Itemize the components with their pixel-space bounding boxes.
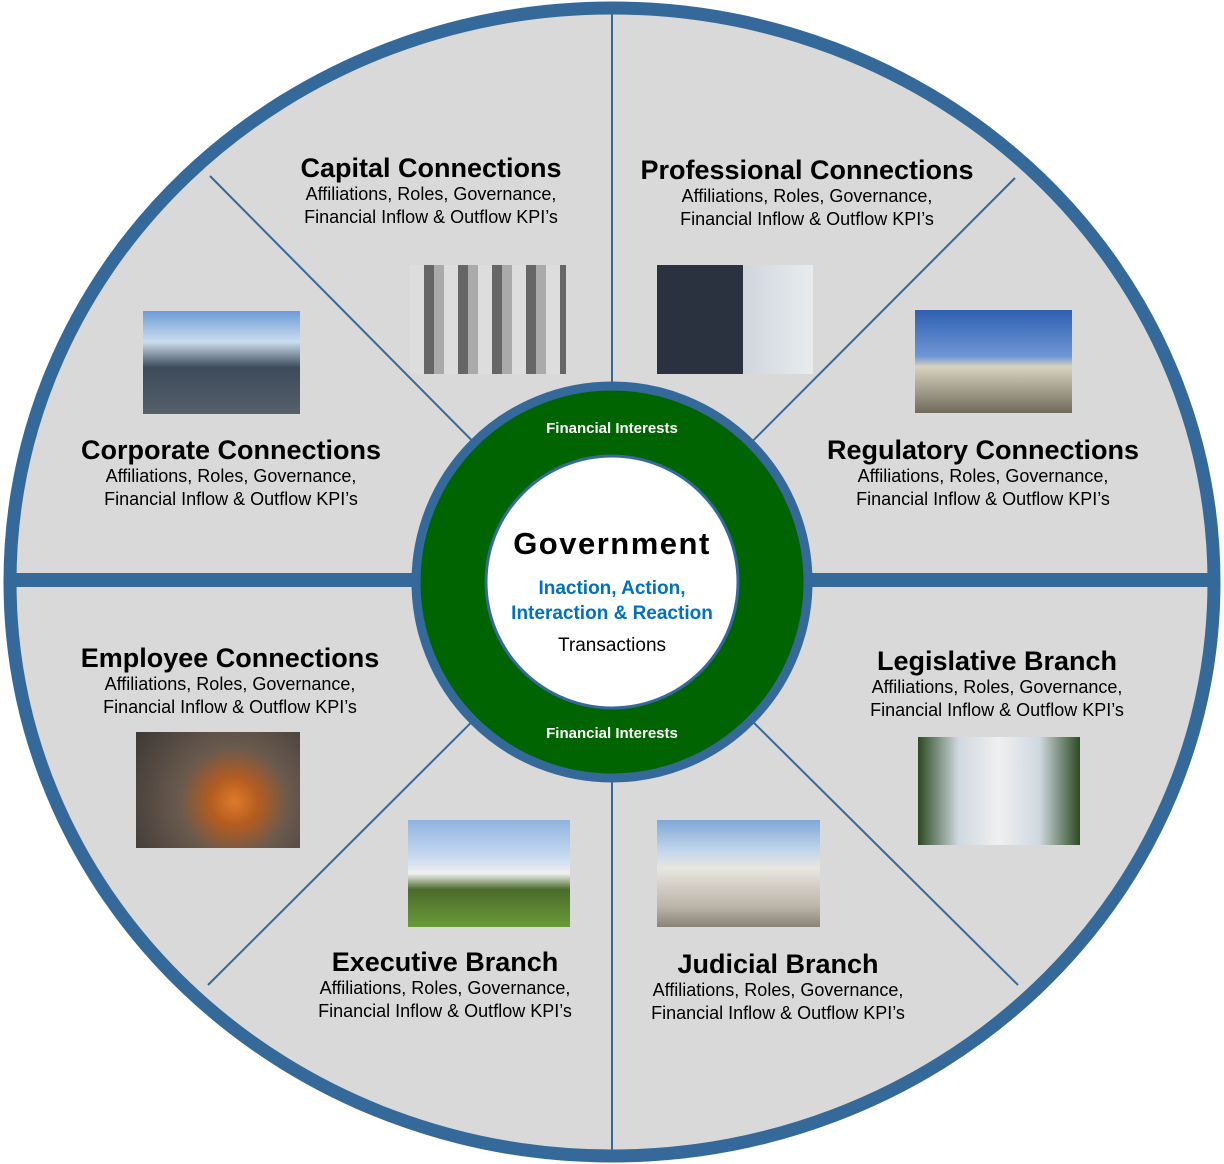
segment-title: Executive Branch — [331, 947, 559, 977]
segment-desc-2: Financial Inflow & Outflow KPI’s — [870, 700, 1124, 720]
legislative-photo — [918, 737, 1080, 845]
segment-title: Legislative Branch — [876, 646, 1118, 676]
segment-desc-1: Affiliations, Roles, Governance, — [105, 466, 357, 486]
segment-employee-connections: Employee Connections Affiliations, Roles… — [60, 643, 400, 719]
segment-desc-2: Financial Inflow & Outflow KPI’s — [103, 697, 357, 717]
segment-regulatory-connections: Regulatory Connections Affiliations, Rol… — [813, 435, 1153, 511]
segment-desc-2: Financial Inflow & Outflow KPI’s — [651, 1003, 905, 1023]
professional-photo — [657, 265, 813, 374]
ring-label-bottom: Financial Interests — [546, 725, 678, 742]
segment-desc-1: Affiliations, Roles, Governance, — [319, 978, 571, 998]
segment-title: Employee Connections — [80, 643, 380, 673]
segment-professional-connections: Professional Connections Affiliations, R… — [637, 155, 977, 231]
executive-photo — [408, 820, 570, 927]
segment-capital-connections: Capital Connections Affiliations, Roles,… — [261, 153, 601, 229]
segment-title: Corporate Connections — [80, 435, 382, 465]
segment-desc-1: Affiliations, Roles, Governance, — [305, 184, 557, 204]
segment-title: Regulatory Connections — [826, 435, 1140, 465]
capital-photo — [410, 265, 566, 374]
segment-desc-1: Affiliations, Roles, Governance, — [871, 677, 1123, 697]
ring-label-top: Financial Interests — [546, 420, 678, 437]
segment-judicial-branch: Judicial Branch Affiliations, Roles, Gov… — [608, 949, 948, 1025]
segment-corporate-connections: Corporate Connections Affiliations, Role… — [61, 435, 401, 511]
segment-executive-branch: Executive Branch Affiliations, Roles, Go… — [275, 947, 615, 1023]
employee-photo — [136, 732, 300, 848]
center-subtitle: Transactions — [557, 635, 667, 656]
segment-desc-2: Financial Inflow & Outflow KPI’s — [318, 1001, 572, 1021]
center-actions: Inaction, Action, Interaction & Reaction — [486, 576, 738, 626]
segment-desc-1: Affiliations, Roles, Governance, — [857, 466, 1109, 486]
segment-desc-1: Affiliations, Roles, Governance, — [652, 980, 904, 1000]
judicial-photo — [657, 820, 820, 927]
segment-title: Judicial Branch — [677, 949, 879, 979]
segment-desc-2: Financial Inflow & Outflow KPI’s — [680, 209, 934, 229]
actions-line-1: Inaction, Action, — [538, 578, 686, 599]
segment-title: Capital Connections — [300, 153, 562, 183]
actions-line-2: Interaction & Reaction — [511, 603, 713, 624]
segment-desc-2: Financial Inflow & Outflow KPI’s — [856, 489, 1110, 509]
segment-desc-1: Affiliations, Roles, Governance, — [104, 674, 356, 694]
segment-desc-1: Affiliations, Roles, Governance, — [681, 186, 933, 206]
segment-title: Professional Connections — [640, 155, 974, 185]
regulatory-photo — [915, 310, 1072, 413]
center-content: Government Inaction, Action, Interaction… — [486, 456, 738, 708]
center-circle — [484, 454, 740, 710]
segment-desc-2: Financial Inflow & Outflow KPI’s — [304, 207, 558, 227]
segment-desc-2: Financial Inflow & Outflow KPI’s — [104, 489, 358, 509]
center-title: Government — [513, 526, 711, 561]
segment-legislative-branch: Legislative Branch Affiliations, Roles, … — [827, 646, 1167, 722]
corporate-photo — [143, 311, 300, 414]
